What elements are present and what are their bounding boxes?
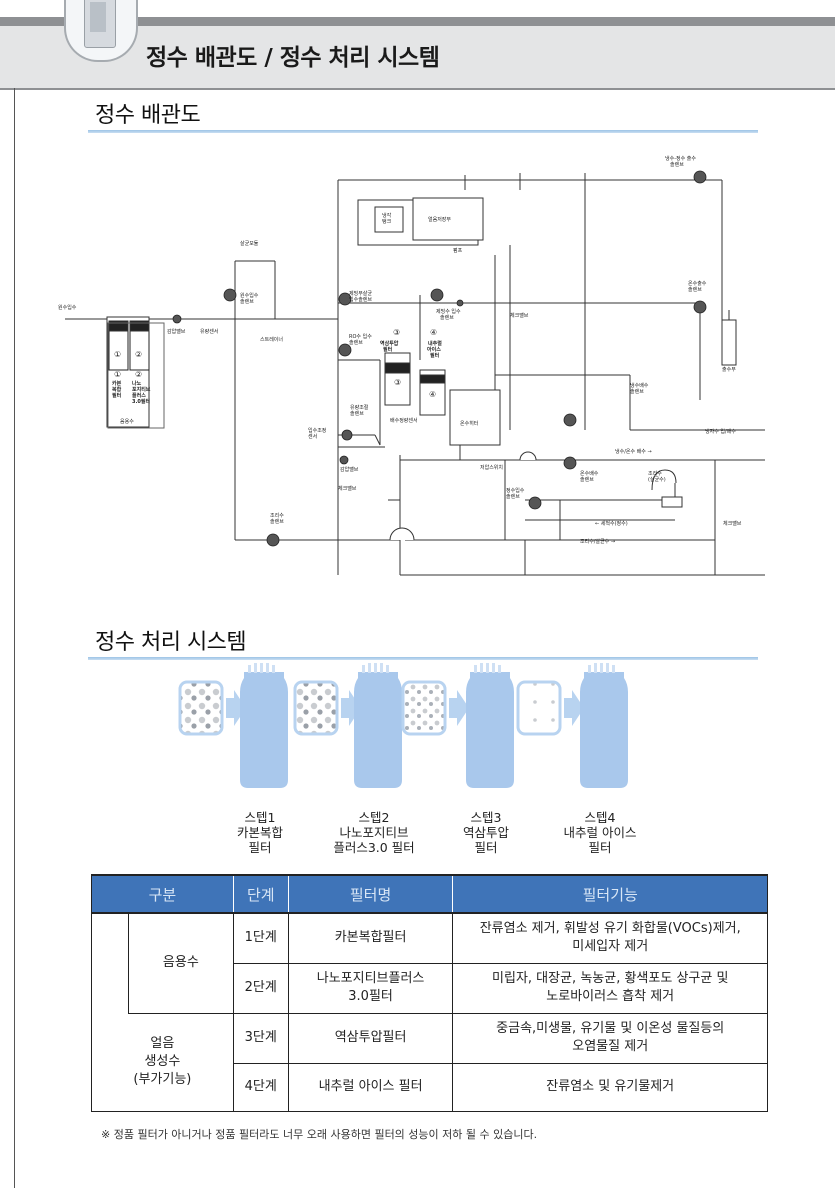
svg-text:얼음저장부: 얼음저장부 (428, 216, 451, 223)
svg-text:조리수/살균수 →: 조리수/살균수 → (580, 538, 615, 545)
svg-text:②: ② (135, 350, 142, 359)
header-filter-function: 필터기능 (452, 874, 768, 914)
svg-text:온수배수: 온수배수 (580, 470, 599, 477)
svg-text:③: ③ (394, 378, 401, 387)
product-thumbnail-icon (64, 0, 138, 62)
svg-text:복합: 복합 (112, 386, 122, 393)
svg-text:음용수: 음용수 (120, 419, 134, 425)
table-row: 음용수 1단계 카본복합필터 잔류염소 제거, 휘발성 유기 화합물(VOCs)… (91, 912, 768, 1014)
section-underline (88, 657, 758, 660)
svg-text:살균모듈: 살균모듈 (240, 240, 259, 247)
svg-text:RO수 입수: RO수 입수 (349, 333, 372, 340)
footnote: ※ 정품 필터가 아니거나 정품 필터라도 너무 오래 사용하면 필터의 성능이… (101, 1128, 538, 1141)
svg-text:탱크: 탱크 (382, 218, 392, 225)
svg-text:솔렌브: 솔렌브 (240, 298, 254, 305)
svg-text:카본: 카본 (112, 380, 122, 387)
svg-text:감압밸브: 감압밸브 (340, 466, 359, 473)
piping-diagram: 원수입수 감압밸브 유량센서 살균모듈 원수입수 솔렌브 스트레이너 냉각 탱크… (58, 155, 765, 576)
svg-text:배수정량센서: 배수정량센서 (390, 417, 418, 424)
section-underline (88, 130, 758, 133)
svg-text:센서: 센서 (308, 433, 317, 440)
header-filter-name: 필터명 (287, 874, 453, 914)
svg-text:솔렌브: 솔렌브 (688, 286, 702, 293)
header-title-bar (0, 26, 835, 90)
svg-text:정수입수: 정수입수 (506, 487, 525, 494)
svg-text:← 세척수(정수): ← 세척수(정수) (595, 520, 628, 527)
filter-stages-graphic (178, 663, 628, 788)
svg-text:솔렌브: 솔렌브 (630, 388, 644, 395)
svg-text:솔렌브: 솔렌브 (580, 476, 594, 483)
filter-spec-table: 구분 단계 필터명 필터기능 음용수 1단계 카본복합필터 잔류염소 제거, 휘… (91, 874, 768, 1112)
svg-text:온수히터: 온수히터 (460, 420, 478, 427)
svg-text:체크밸브: 체크밸브 (338, 485, 357, 492)
table-header-row: 구분 단계 필터명 필터기능 (91, 874, 768, 914)
svg-text:플러스: 플러스 (132, 392, 146, 399)
svg-text:입수솔렌브: 입수솔렌브 (349, 296, 372, 303)
svg-text:유량조절: 유량조절 (350, 404, 369, 411)
svg-text:제빙부살균: 제빙부살균 (349, 290, 372, 297)
svg-text:조리수: 조리수 (270, 512, 284, 519)
svg-text:솔렌브: 솔렌브 (506, 493, 520, 500)
header-category: 구분 (91, 874, 234, 914)
svg-text:④: ④ (430, 328, 437, 337)
svg-text:솔렌브: 솔렌브 (670, 161, 684, 168)
svg-text:입수조정: 입수조정 (308, 427, 326, 434)
svg-text:(살균수): (살균수) (648, 476, 666, 483)
svg-text:제빙수 입수: 제빙수 입수 (436, 308, 461, 315)
svg-text:감압밸브: 감압밸브 (167, 328, 186, 335)
svg-text:내추럴: 내추럴 (428, 340, 442, 347)
svg-text:솔렌브: 솔렌브 (350, 410, 364, 417)
page-title: 정수 배관도 / 정수 처리 시스템 (146, 45, 440, 71)
svg-text:필터: 필터 (430, 352, 440, 359)
header-top-bar (0, 17, 835, 26)
svg-text:저압스위치: 저압스위치 (480, 464, 503, 471)
svg-text:아이스: 아이스 (427, 346, 441, 353)
svg-text:냉자수 입/배수: 냉자수 입/배수 (705, 428, 736, 435)
svg-text:스트레이너: 스트레이너 (260, 336, 283, 343)
svg-text:나노: 나노 (132, 380, 142, 387)
svg-text:체크밸브: 체크밸브 (723, 520, 742, 527)
svg-text:③: ③ (393, 328, 400, 337)
svg-text:포지티브: 포지티브 (132, 386, 151, 393)
svg-text:④: ④ (429, 390, 436, 399)
header-stage: 단계 (232, 874, 289, 914)
svg-text:②: ② (135, 370, 142, 379)
svg-text:솔렌브: 솔렌브 (270, 518, 284, 525)
svg-text:원수입수: 원수입수 (240, 292, 259, 299)
svg-text:유량센서: 유량센서 (200, 328, 218, 335)
svg-text:①: ① (114, 370, 121, 379)
inlet-label: 원수입수 (58, 304, 77, 311)
svg-text:3.0필터: 3.0필터 (132, 398, 150, 405)
svg-text:필터: 필터 (383, 346, 393, 353)
svg-text:냉수/온수 배수 →: 냉수/온수 배수 → (615, 448, 652, 455)
group-drinking: 음용수 (127, 912, 234, 1014)
svg-text:조리수: 조리수 (648, 470, 662, 477)
svg-text:펌프: 펌프 (453, 247, 463, 254)
svg-text:냉수-정수 출수: 냉수-정수 출수 (665, 155, 696, 162)
svg-text:①: ① (114, 350, 121, 359)
section-title-piping: 정수 배관도 (95, 103, 201, 128)
svg-text:온수출수: 온수출수 (688, 280, 707, 287)
svg-text:필터: 필터 (112, 392, 122, 399)
table-row: 4단계 내추럴 아이스 필터 잔류염소 및 유기물제거 (92, 1062, 768, 1112)
svg-text:솔렌브: 솔렌브 (349, 339, 363, 346)
svg-text:체크밸브: 체크밸브 (510, 312, 529, 319)
svg-text:냉각: 냉각 (382, 212, 392, 219)
svg-text:출수부: 출수부 (722, 366, 736, 373)
svg-text:냉수배수: 냉수배수 (630, 382, 649, 389)
svg-text:역삼투압: 역삼투압 (380, 340, 399, 347)
svg-text:솔렌브: 솔렌브 (440, 314, 454, 321)
section-title-treatment: 정수 처리 시스템 (95, 630, 247, 655)
left-margin-rule (14, 88, 15, 1188)
